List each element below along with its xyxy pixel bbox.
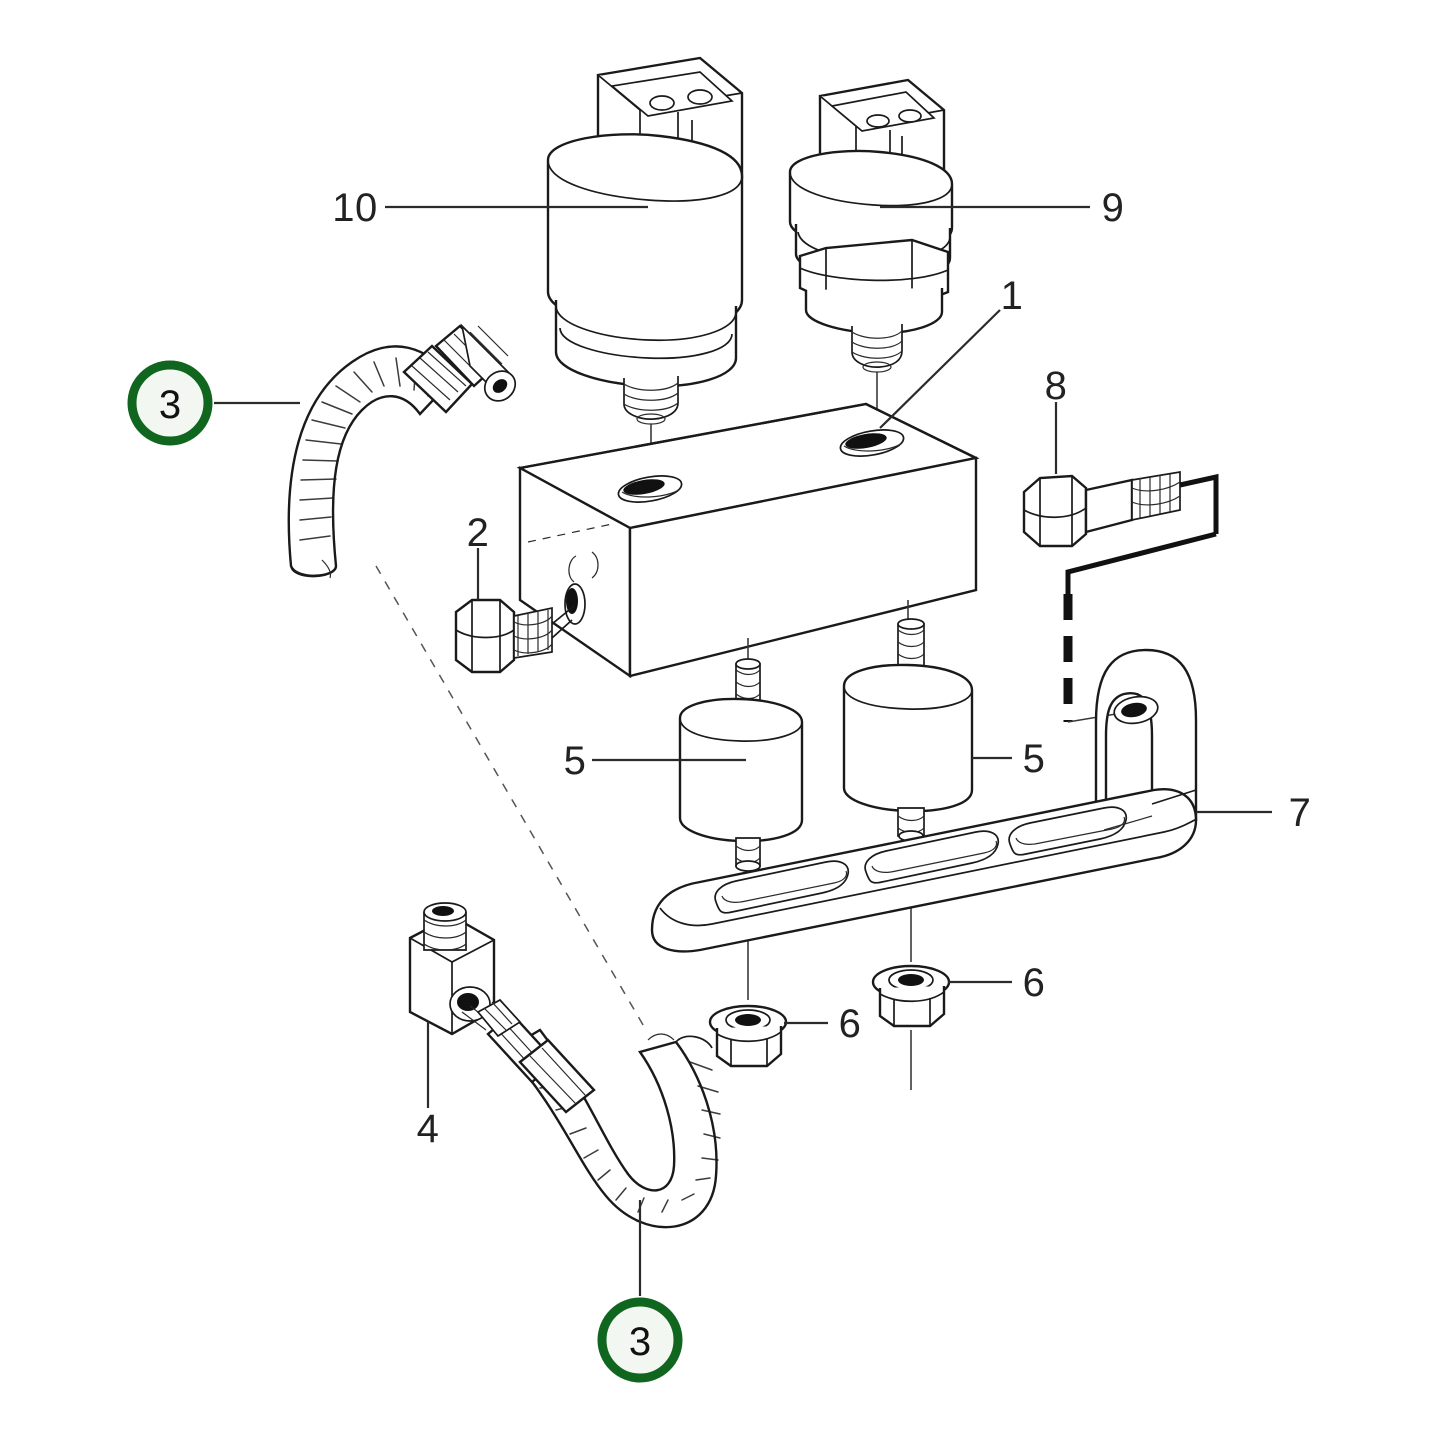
part-manifold-block [516, 402, 980, 679]
part-mounting-bracket [650, 648, 1198, 953]
leader-1 [879, 309, 1001, 429]
part-flange-nut-right [871, 964, 951, 1090]
highlight-ring-bottom[interactable] [597, 1297, 683, 1383]
callout-3-bottom-highlight[interactable]: 3 [597, 1297, 683, 1383]
part-flange-nut-left [708, 1004, 788, 1068]
assembly-path-bolt-mid [1065, 531, 1217, 594]
callout-6-left[interactable]: 6 [839, 1002, 862, 1046]
part-hose-lower [476, 998, 721, 1229]
callout-3-top-highlight[interactable]: 3 [127, 360, 213, 446]
leader-lines [214, 205, 1272, 1296]
callout-10[interactable]: 10 [332, 186, 378, 230]
callout-3-top[interactable]: 3 [159, 383, 181, 427]
callout-8[interactable]: 8 [1045, 364, 1068, 408]
callout-labels: 10 9 1 8 2 5 5 7 6 6 4 [332, 186, 1311, 1151]
part-pressure-switch-short [788, 78, 954, 373]
callout-7[interactable]: 7 [1289, 791, 1312, 835]
callout-5-right[interactable]: 5 [1023, 737, 1046, 781]
part-hex-flange-bolt [1022, 470, 1181, 548]
callout-3-bottom[interactable]: 3 [629, 1320, 651, 1364]
callout-5-left[interactable]: 5 [564, 739, 587, 783]
assembly-path-bolt-upper [1179, 473, 1219, 534]
callout-2[interactable]: 2 [467, 511, 490, 555]
callout-1[interactable]: 1 [1001, 274, 1024, 318]
highlight-ring-top[interactable] [127, 360, 213, 446]
part-pressure-sender-tall [546, 56, 744, 425]
callout-9[interactable]: 9 [1102, 186, 1125, 230]
part-hose-upper [287, 323, 517, 579]
callout-6-right[interactable]: 6 [1023, 961, 1046, 1005]
part-isolator-mount-left [678, 658, 804, 1000]
callout-4[interactable]: 4 [417, 1107, 440, 1151]
part-hex-plug-bolt [454, 598, 575, 674]
part-isolator-mount-right [842, 618, 974, 962]
